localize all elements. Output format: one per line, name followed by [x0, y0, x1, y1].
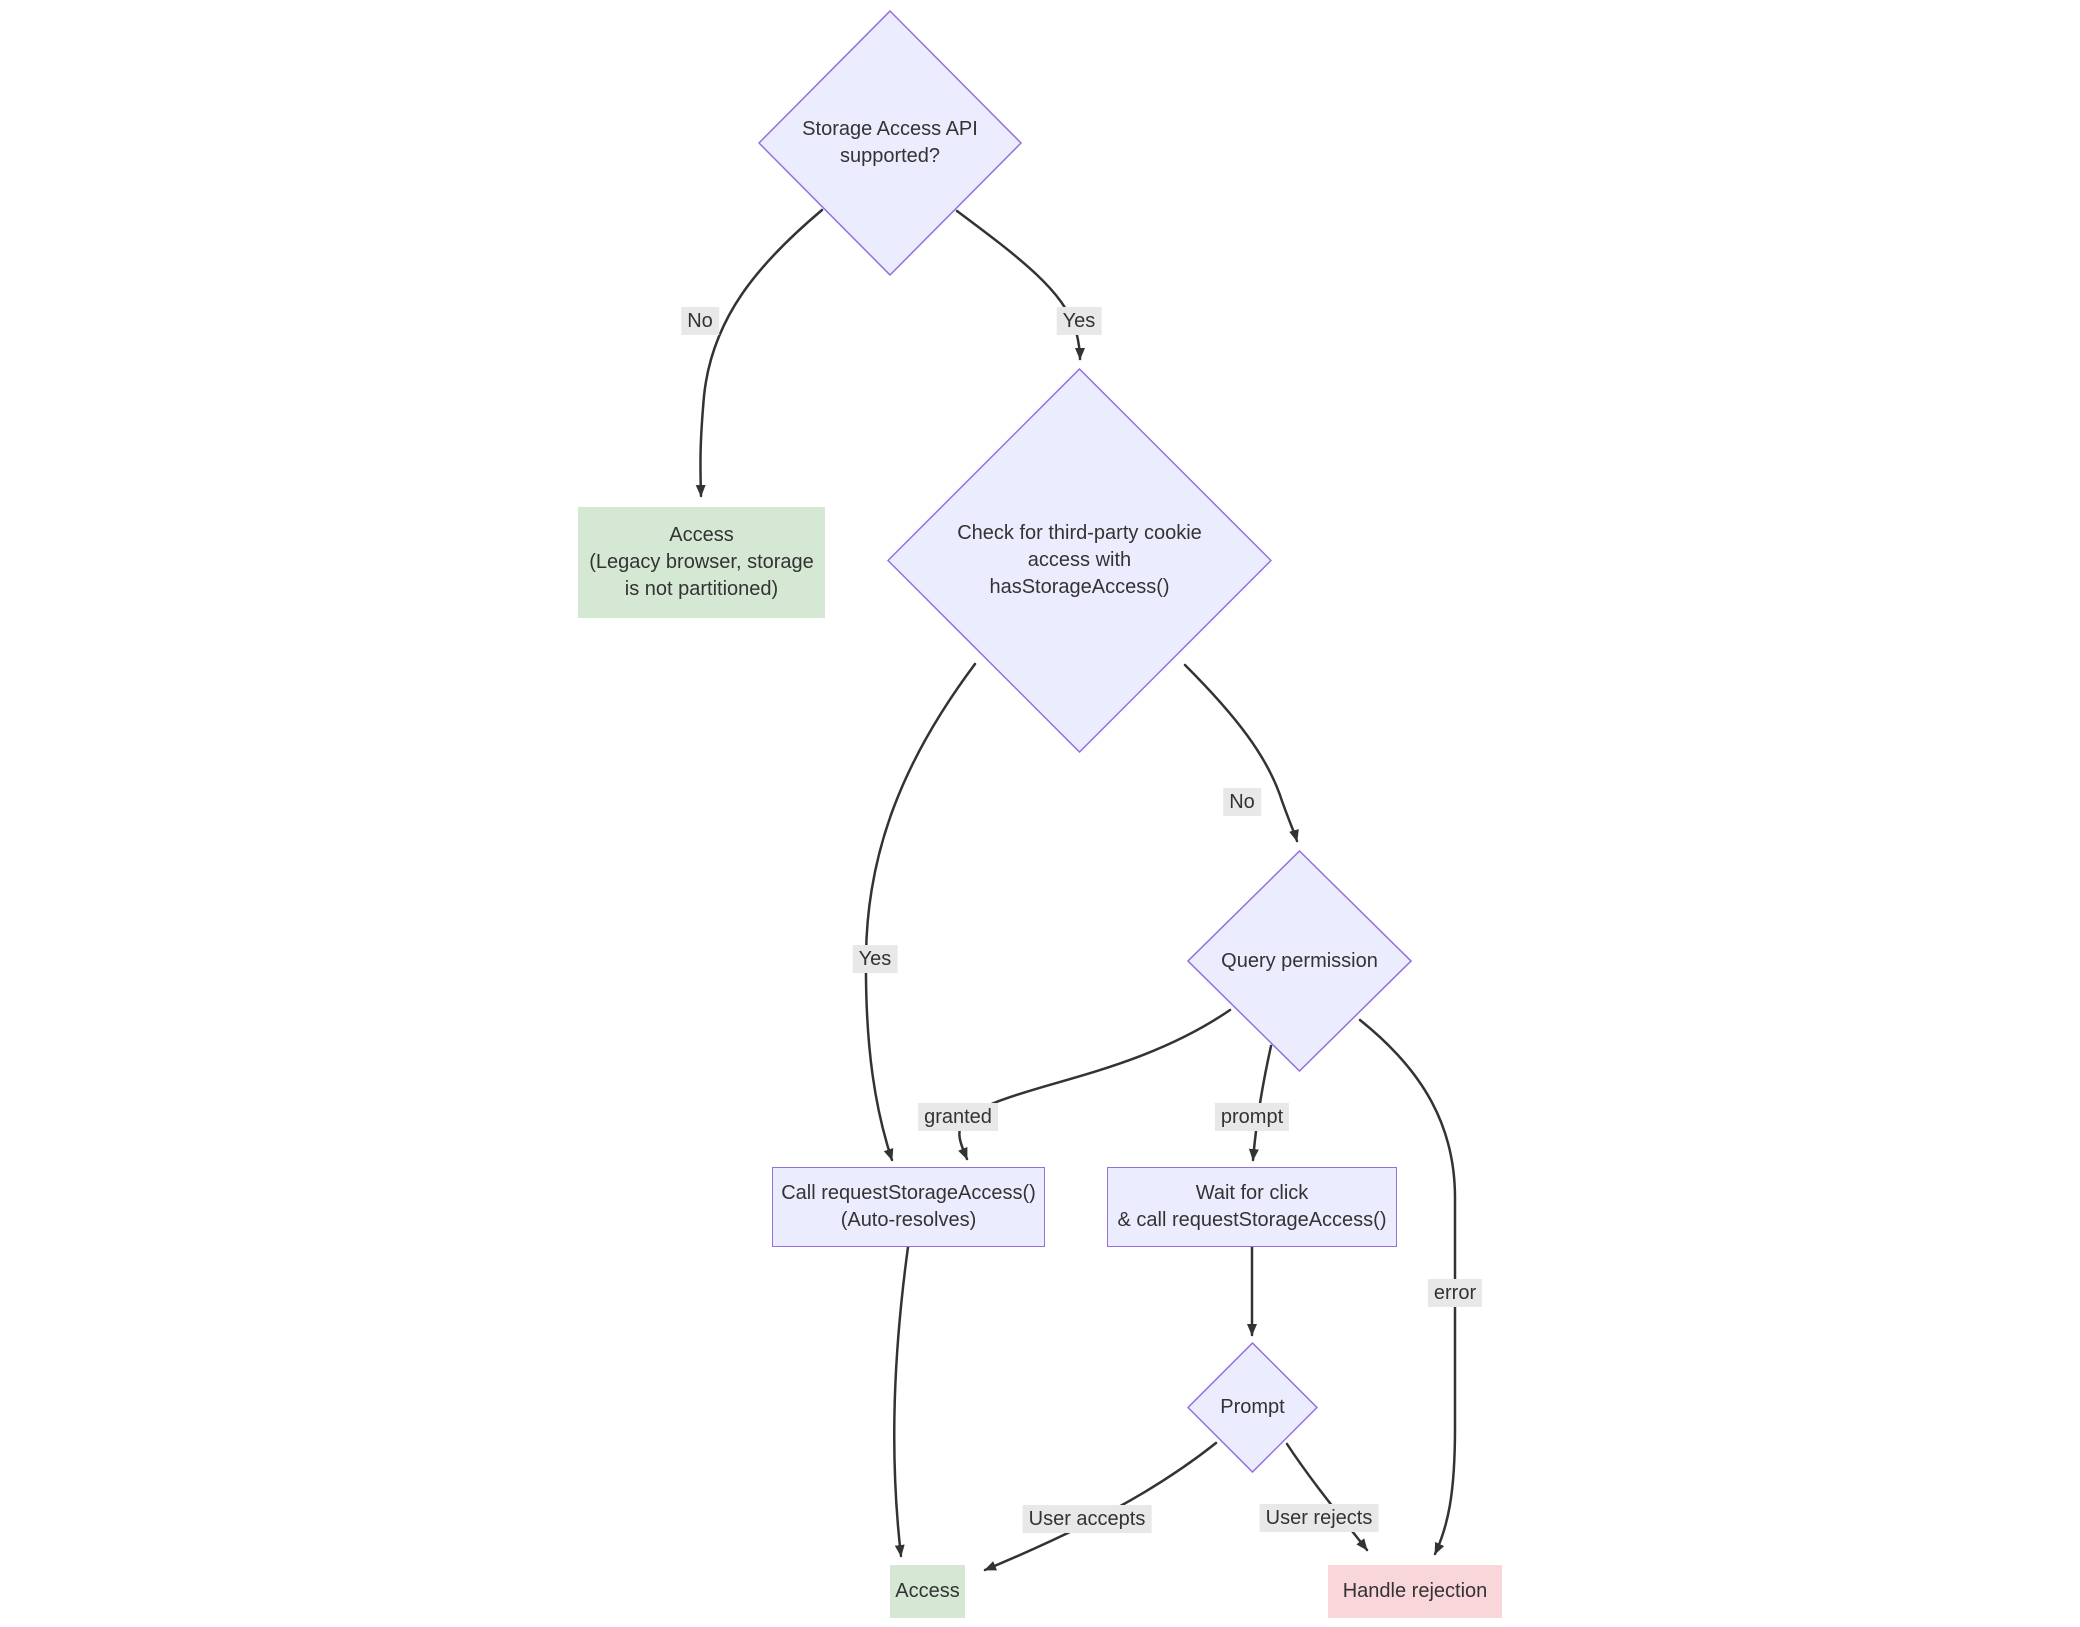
- edge-permission-error: [1358, 1018, 1457, 1556]
- node-legacy-access-label: Access (Legacy browser, storage is not p…: [589, 524, 814, 600]
- edge-permission-granted: [958, 1008, 1232, 1161]
- node-call-rsa: Call requestStorageAccess() (Auto-resolv…: [772, 1167, 1045, 1247]
- node-wait-click-label: Wait for click & call requestStorageAcce…: [1117, 1182, 1387, 1231]
- node-api-supported-label: Storage Access API supported?: [802, 118, 978, 167]
- edge-label-no-has-access: No: [1223, 788, 1261, 816]
- edge-unsupported-no: [695, 208, 824, 498]
- edge-label-prompt: prompt: [1214, 1103, 1290, 1131]
- node-legacy-access: Access (Legacy browser, storage is not p…: [578, 507, 825, 618]
- edge-label-granted: granted: [918, 1103, 998, 1131]
- edge-prompt-rejects: [1285, 1442, 1369, 1552]
- node-access-label: Access: [895, 1580, 960, 1602]
- edge-label-yes-has-access: Yes: [852, 945, 898, 973]
- edge-callrsa-access: [892, 1245, 910, 1558]
- edge-label-error: error: [1427, 1279, 1483, 1307]
- node-access: Access: [890, 1565, 965, 1618]
- node-api-supported: Storage Access API supported?: [758, 10, 1022, 276]
- node-prompt-label: Prompt: [1220, 1396, 1285, 1418]
- node-check-access: Check for third-party cookie access with…: [887, 368, 1272, 753]
- node-query-permission: Query permission: [1187, 850, 1412, 1072]
- edge-label-user-accepts: User accepts: [1022, 1505, 1152, 1533]
- node-call-rsa-label: Call requestStorageAccess() (Auto-resolv…: [781, 1182, 1036, 1231]
- node-check-access-label: Check for third-party cookie access with…: [957, 522, 1202, 598]
- node-query-permission-label: Query permission: [1221, 949, 1378, 972]
- node-handle-rejection-label: Handle rejection: [1342, 1580, 1488, 1602]
- node-handle-rejection: Handle rejection: [1328, 1565, 1502, 1618]
- node-wait-click: Wait for click & call requestStorageAcce…: [1107, 1167, 1397, 1247]
- node-prompt: Prompt: [1187, 1342, 1318, 1473]
- edge-label-yes-supported: Yes: [1056, 307, 1102, 335]
- edge-label-user-rejects: User rejects: [1259, 1504, 1379, 1532]
- edge-label-no-unsupported: No: [681, 307, 719, 335]
- edge-hasaccess-no: [1183, 663, 1299, 843]
